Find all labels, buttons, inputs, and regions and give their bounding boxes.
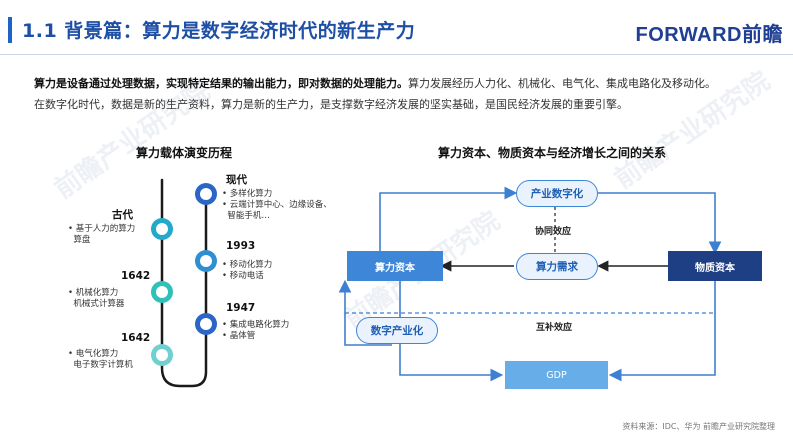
intro-rest: 算力发展经历人力化、机械化、电气化、集成电路化及移动化。 bbox=[408, 77, 716, 90]
era-items: • 多样化算力 • 云端计算中心、边缘设备、 智能手机… bbox=[222, 189, 332, 221]
page-title: 1.1 背景篇：算力是数字经济时代的新生产力 bbox=[22, 20, 416, 42]
pill-industrial-digitalization: 产业数字化 bbox=[516, 180, 598, 207]
era-label: 古代 bbox=[112, 209, 133, 221]
box-computing-capital: 算力资本 bbox=[347, 251, 443, 281]
source-note: 资料来源：IDC、华为 前瞻产业研究院整理 bbox=[622, 422, 775, 431]
timeline-node bbox=[195, 183, 217, 205]
era-items: • 集成电路化算力 • 晶体管 bbox=[222, 320, 290, 341]
box-gdp: GDP bbox=[505, 361, 608, 389]
diagram-title: 算力资本、物质资本与经济增长之间的关系 bbox=[438, 146, 667, 160]
timeline-node bbox=[195, 313, 217, 335]
era-items: • 电气化算力 电子数字计算机 bbox=[68, 349, 133, 370]
label-complement-effect: 互补效应 bbox=[536, 323, 573, 333]
timeline-node bbox=[195, 250, 217, 272]
era-items: • 机械化算力 机械式计算器 bbox=[68, 288, 125, 309]
era-label: 现代 bbox=[226, 174, 247, 186]
intro-bold: 算力是设备通过处理数据，实现特定结果的输出能力，即对数据的处理能力。 bbox=[34, 77, 408, 90]
era-label: 1642 bbox=[121, 270, 151, 282]
header-divider bbox=[0, 54, 793, 55]
title-accent-bar bbox=[8, 17, 12, 43]
era-items: • 基于人力的算力 算盘 bbox=[68, 224, 136, 245]
era-label: 1947 bbox=[226, 302, 256, 314]
timeline-track bbox=[160, 178, 208, 388]
era-label: 1993 bbox=[226, 240, 256, 252]
box-physical-capital: 物质资本 bbox=[668, 251, 762, 281]
timeline-node bbox=[151, 218, 173, 240]
brand-logo: FORWARD前瞻 bbox=[635, 24, 783, 46]
intro-paragraph-1: 算力是设备通过处理数据，实现特定结果的输出能力，即对数据的处理能力。算力发展经历… bbox=[34, 77, 716, 91]
timeline-node bbox=[151, 281, 173, 303]
era-label: 1642 bbox=[121, 332, 151, 344]
timeline-title: 算力载体演变历程 bbox=[136, 146, 233, 160]
pill-computing-demand: 算力需求 bbox=[516, 253, 598, 280]
era-items: • 移动化算力 • 移动电话 bbox=[222, 260, 273, 281]
label-synergy-effect: 协同效应 bbox=[535, 227, 572, 237]
pill-digital-industrialization: 数字产业化 bbox=[356, 317, 438, 344]
timeline-node bbox=[151, 344, 173, 366]
intro-paragraph-2: 在数字化时代，数据是新的生产资料，算力是新的生产力，是支撑数字经济发展的坚实基础… bbox=[34, 98, 628, 111]
